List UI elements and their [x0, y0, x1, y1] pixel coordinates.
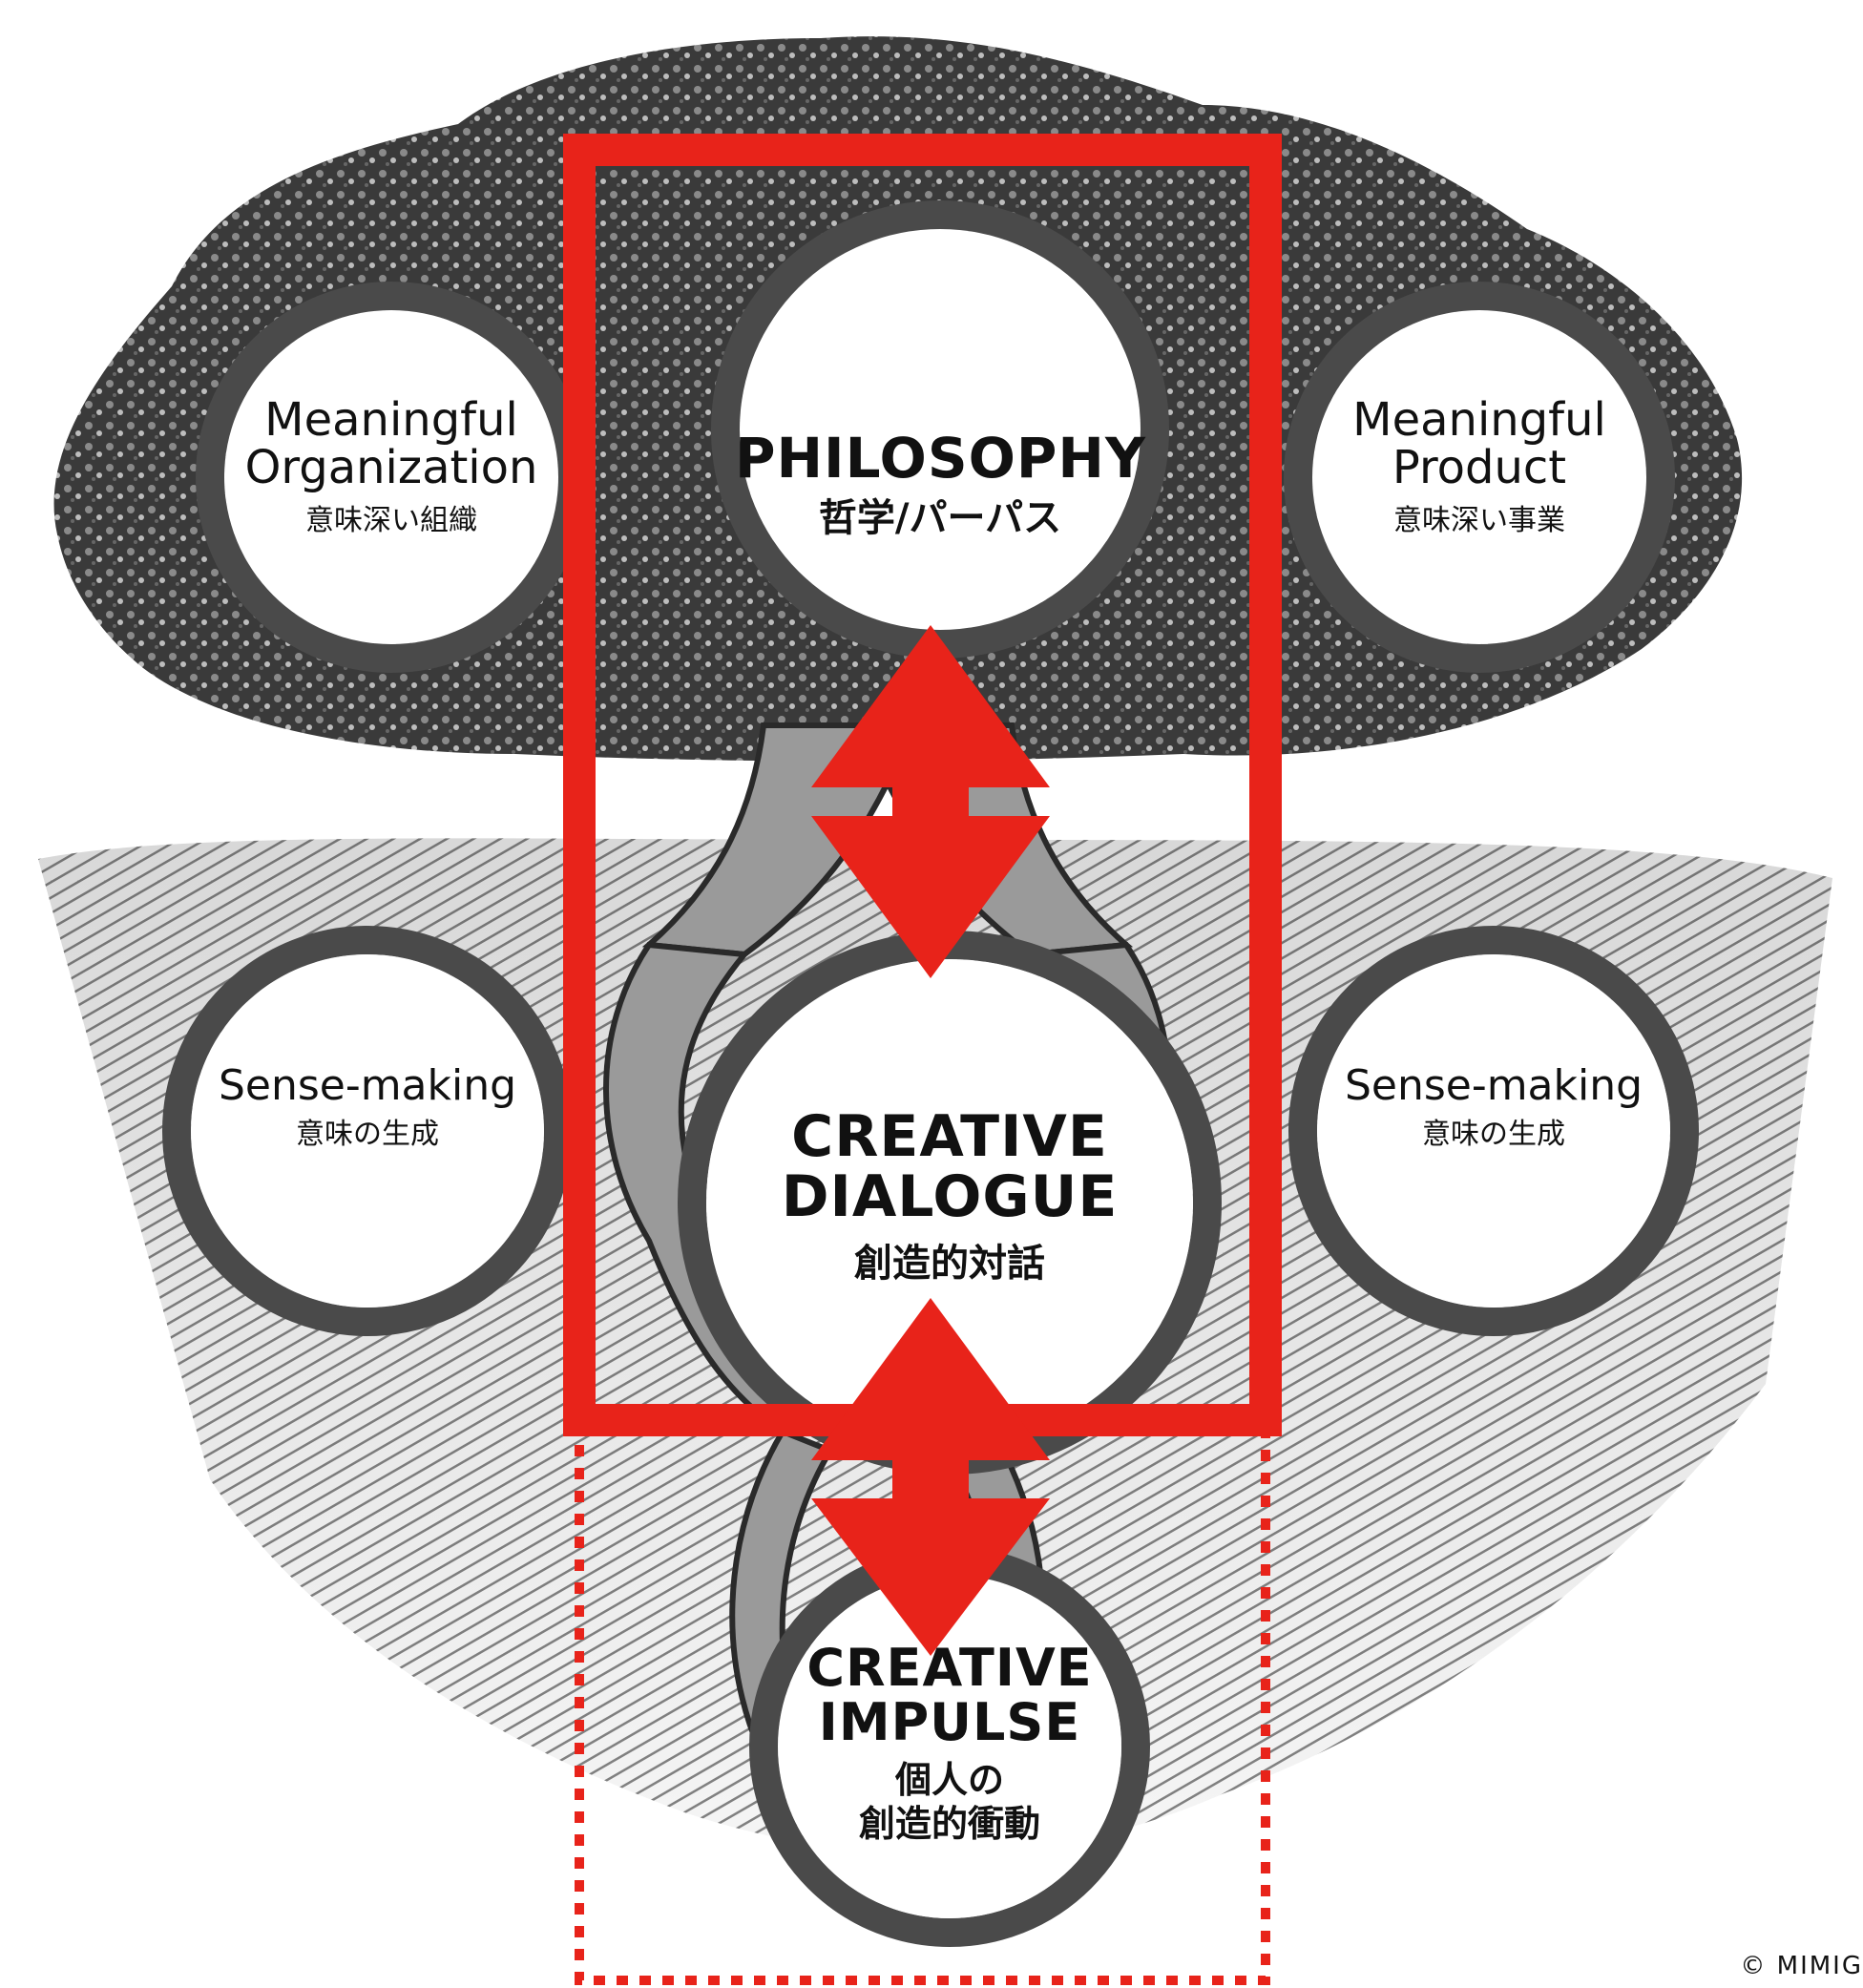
label-creative-impulse-line2: IMPULSE: [773, 1696, 1126, 1750]
label-philosophy-en: PHILOSOPHY: [735, 429, 1145, 488]
label-creative-impulse: CREATIVE IMPULSE 個人の 創造的衝動: [773, 1642, 1126, 1847]
label-meaningful-organization-line2: Organization: [229, 444, 554, 492]
label-creative-impulse-line1: CREATIVE: [773, 1642, 1126, 1696]
label-sense-making-right-jp: 意味の生成: [1317, 1118, 1670, 1152]
copyright-notice: © MIMIG: [1740, 1952, 1863, 1980]
label-meaningful-organization: Meaningful Organization 意味深い組織: [229, 396, 554, 538]
label-creative-impulse-jp2: 創造的衝動: [773, 1803, 1126, 1847]
label-creative-dialogue: CREATIVE DIALOGUE 創造的対話: [735, 1107, 1164, 1287]
label-meaningful-product-line1: Meaningful: [1317, 396, 1642, 444]
label-meaningful-organization-line1: Meaningful: [229, 396, 554, 444]
label-sense-making-left: Sense-making 意味の生成: [191, 1064, 544, 1152]
label-meaningful-product: Meaningful Product 意味深い事業: [1317, 396, 1642, 538]
label-sense-making-right: Sense-making 意味の生成: [1317, 1064, 1670, 1152]
label-meaningful-product-line2: Product: [1317, 444, 1642, 492]
label-creative-dialogue-jp: 創造的対話: [735, 1241, 1164, 1287]
label-meaningful-product-jp: 意味深い事業: [1317, 504, 1642, 538]
label-philosophy-jp: 哲学/パーパス: [735, 495, 1145, 541]
label-creative-dialogue-line2: DIALOGUE: [735, 1167, 1164, 1227]
label-philosophy: PHILOSOPHY 哲学/パーパス: [735, 429, 1145, 541]
label-meaningful-organization-jp: 意味深い組織: [229, 504, 554, 538]
label-sense-making-left-en: Sense-making: [191, 1064, 544, 1108]
label-sense-making-right-en: Sense-making: [1317, 1064, 1670, 1108]
label-creative-impulse-jp1: 個人の: [773, 1759, 1126, 1803]
label-sense-making-left-jp: 意味の生成: [191, 1118, 544, 1152]
label-creative-dialogue-line1: CREATIVE: [735, 1107, 1164, 1167]
